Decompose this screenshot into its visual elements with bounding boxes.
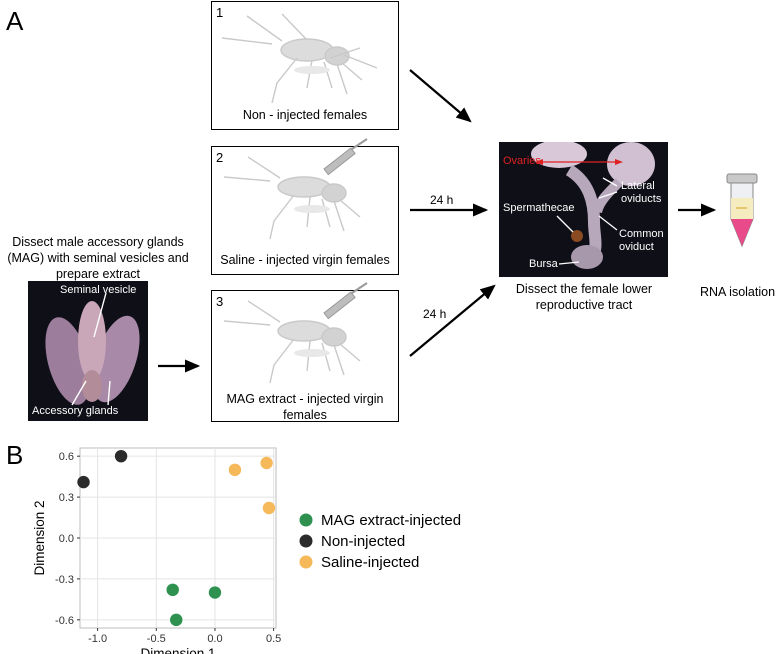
bursa-label: Bursa (529, 258, 558, 270)
data-point (170, 613, 183, 627)
common-oviduct-label: Common oviduct (619, 228, 664, 253)
legend-label: Non-injected (321, 533, 405, 550)
box-caption: Saline - injected virgin females (220, 253, 390, 267)
condition-box-2: 2 Saline - injected virgin females (211, 138, 399, 275)
y-tick-label: 0.6 (59, 451, 74, 463)
x-tick-label: 0.5 (266, 633, 281, 645)
dissect-male-text: Dissect male accessory glands (MAG) with… (7, 235, 189, 281)
mosquito-syringe-illustration (223, 282, 368, 384)
syringe-icon (323, 282, 368, 320)
rna-tube-icon (726, 173, 758, 248)
data-point (260, 456, 273, 470)
time-label-24h: 24 h (423, 307, 447, 321)
spermathecae-label: Spermathecae (503, 202, 575, 214)
data-point (114, 449, 128, 463)
legend-marker (299, 534, 313, 548)
y-tick-label: 0.0 (59, 533, 74, 545)
flow-arrows (158, 69, 717, 373)
mds-scatter-plot: -0.6 -0.3 0.0 0.3 0.6 -1.0 -0.5 0.0 0.5 Dimensi… (32, 447, 461, 654)
legend: MAG extract-injectedNon-injectedSaline-i… (299, 512, 461, 571)
condition-box-1: 1 Non - injected females (211, 1, 399, 130)
legend-marker (299, 513, 313, 527)
mosquito-syringe-illustration (223, 138, 368, 240)
box-caption: MAG extract - injected virgin females (226, 392, 384, 422)
data-point (77, 475, 90, 489)
x-tick-label: -1.0 (88, 633, 107, 645)
legend-marker (299, 555, 313, 569)
data-point (208, 586, 222, 599)
panel-a-letter: A (6, 6, 24, 36)
box-number: 1 (216, 5, 224, 20)
lateral-oviducts-label: Lateral oviducts (621, 180, 662, 205)
dissect-female-text: Dissect the female lower reproductive tr… (515, 282, 653, 312)
box-number: 3 (216, 294, 224, 309)
y-axis-label: Dimension 2 (32, 500, 47, 575)
time-label-24h: 24 h (430, 193, 454, 207)
data-points (77, 449, 276, 627)
data-point (228, 463, 242, 477)
legend-label: MAG extract-injected (321, 512, 461, 529)
x-axis-label: Dimension 1 (140, 646, 215, 654)
data-point (262, 501, 276, 515)
ovaries-label: Ovaries (503, 155, 541, 167)
x-tick-label: 0.0 (207, 633, 222, 645)
female-reproductive-tract-photo: Ovaries Lateral oviducts Spermathecae Co… (499, 142, 668, 277)
y-tick-label: -0.6 (55, 615, 74, 627)
seminal-vesicle-label: Seminal vesicle (60, 284, 137, 296)
box-number: 2 (216, 150, 224, 165)
y-tick-label: 0.3 (59, 492, 74, 504)
y-axis-ticks: -0.6 -0.3 0.0 0.3 0.6 (55, 451, 80, 627)
rna-isolation-text: RNA isolation (700, 285, 776, 299)
accessory-glands-label: Accessory glands (32, 405, 119, 417)
y-tick-label: -0.3 (55, 574, 74, 586)
x-axis-ticks: -1.0 -0.5 0.0 0.5 (88, 628, 281, 645)
condition-box-3: 3 MAG extract - injected virgin females (211, 282, 399, 422)
mosquito-illustration (221, 13, 378, 104)
syringe-icon (323, 138, 368, 176)
box-caption: Non - injected females (242, 108, 368, 122)
male-accessory-gland-photo: Seminal vesicle Accessory glands (28, 281, 148, 421)
legend-label: Saline-injected (321, 554, 419, 571)
data-point (166, 583, 179, 597)
panel-b-letter: B (6, 440, 24, 470)
x-tick-label: -0.5 (147, 633, 166, 645)
